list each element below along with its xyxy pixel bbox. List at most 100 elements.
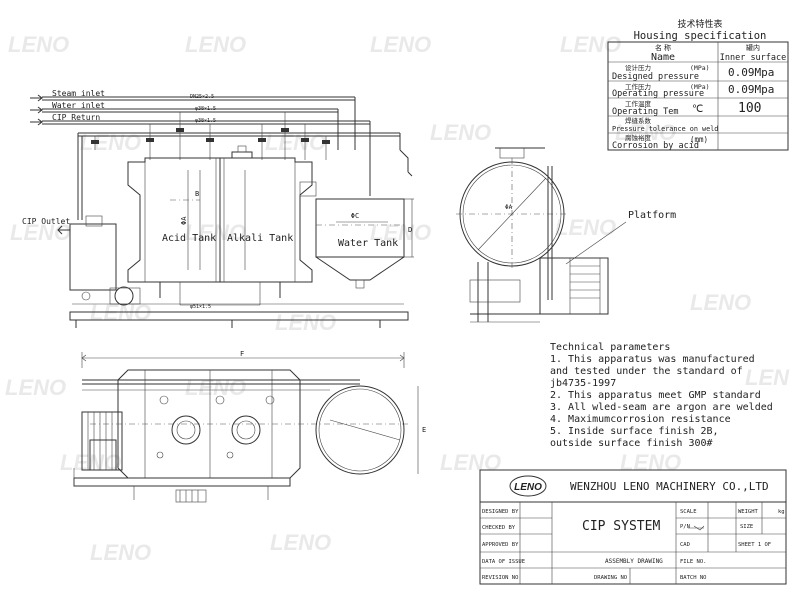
dimension-phi-a-label: ΦA	[180, 216, 188, 225]
tech-param-line: jb4735-1997	[550, 378, 616, 389]
weight-unit-label: kg	[778, 509, 785, 515]
tech-param-line: 1. This apparatus was manufactured	[550, 354, 755, 365]
dimension-phi-a-label: ΦA	[505, 204, 513, 211]
watermark-text: LENO	[620, 450, 681, 475]
spec-header-value-en: Inner surface	[720, 53, 787, 63]
revision-no-label: REVISION NO	[482, 575, 518, 581]
dimension-e-label: E	[422, 426, 426, 434]
tech-param-line: and tested under the standard of	[550, 366, 743, 377]
watermark-text: LENO	[60, 450, 121, 475]
spec-header-name-cn: 名 称	[655, 43, 671, 52]
watermark-layer: LENO LENO LENO LENO LENO LENO LENO LENO …	[5, 32, 790, 565]
spec-row-value: 0.09Mpa	[728, 83, 774, 96]
cip-outlet-label: CIP Outlet	[22, 217, 70, 226]
date-of-issue-label: DATA OF ISSUE	[482, 559, 525, 565]
dimension-phi-c-label: ΦC	[351, 212, 359, 220]
tech-param-line: 5. Inside surface finish 2B,	[550, 426, 719, 437]
watermark-text: LENO	[90, 540, 151, 565]
spec-row-cn: 工作温度	[625, 99, 652, 108]
side-view: ΦA Platform	[456, 147, 676, 323]
spec-row-en: Operating pressure	[612, 89, 704, 99]
watermark-text: LENO	[370, 220, 431, 245]
water-tank-label: Water Tank	[338, 238, 398, 249]
batch-no-label: BATCH NO	[680, 575, 707, 581]
spec-row-cn: 焊缝系数	[625, 116, 652, 125]
drawing-title: CIP SYSTEM	[582, 519, 660, 534]
watermark-text: LENO	[270, 530, 331, 555]
water-inlet-label: Water inlet	[52, 101, 105, 110]
platform-label: Platform	[628, 210, 676, 221]
spec-row-en: Pressure tolerance on weld	[612, 125, 718, 133]
sheet-label: SHEET 1 OF	[738, 542, 771, 548]
cip-return-label: CIP Return	[52, 113, 100, 122]
spec-row-cn: 设计压力	[625, 63, 651, 72]
file-no-label: FILE NO.	[680, 559, 707, 565]
dimension-d-label: D	[408, 226, 412, 234]
watermark-text: LENO	[745, 365, 790, 390]
tech-param-line: outside surface finish 300#	[550, 438, 713, 449]
watermark-text: LENO	[615, 120, 676, 145]
pipe-spec-label: φ38×1.5	[195, 118, 216, 124]
leno-logo-text: LENO	[514, 482, 542, 493]
scale-label: SCALE	[680, 509, 697, 515]
spec-row-en: Designed pressure	[612, 72, 699, 82]
pipe-spec-label: DN25×2.5	[190, 94, 214, 100]
tech-param-line: 3. All wled-seam are argon are welded	[550, 402, 773, 413]
spec-row-unit: (MPa)	[690, 64, 710, 72]
pipe-spec-label: φ51×1.5	[190, 304, 211, 310]
dimension-f-label: F	[240, 350, 244, 358]
watermark-text: LENO	[185, 220, 246, 245]
technical-parameters: Technical parameters 1. This apparatus w…	[550, 342, 773, 449]
watermark-text: LENO	[185, 32, 246, 57]
checked-by-label: CHECKED BY	[482, 525, 516, 531]
company-name: WENZHOU LENO MACHINERY CO.,LTD	[570, 480, 769, 493]
watermark-text: LENO	[185, 375, 246, 400]
watermark-text: LENO	[370, 32, 431, 57]
pipe-spec-label: φ38×1.5	[195, 106, 216, 112]
leno-logo: LENO	[509, 475, 547, 497]
watermark-text: LENO	[275, 310, 336, 335]
acid-tank-label: Acid Tank	[162, 233, 216, 244]
spec-row-en: Operating Tem	[612, 107, 679, 117]
alkali-tank-label: Alkali Tank	[227, 233, 293, 244]
size-label: SIZE	[740, 524, 753, 530]
tech-param-line: 2. This apparatus meet GMP standard	[550, 390, 761, 401]
watermark-text: LENO	[430, 120, 491, 145]
spec-title-en: Housing specification	[634, 30, 767, 42]
tech-params-title: Technical parameters	[550, 342, 670, 353]
tech-param-line: 4. Maximumcorrosion resistance	[550, 414, 731, 425]
designed-by-label: DESIGNED BY	[482, 509, 519, 515]
spec-row-cn: 腐蚀裕度	[625, 133, 652, 142]
spec-row-unit: ℃	[692, 104, 703, 115]
dimension-b-label: B	[195, 190, 199, 198]
housing-spec-table: 技术特性表 Housing specification 名 称 Name 罐内 …	[607, 18, 789, 151]
spec-row-cn: 工作压力	[625, 82, 651, 91]
watermark-text: LENO	[690, 290, 751, 315]
watermark-text: LENO	[265, 130, 326, 155]
watermark-text: LENO	[5, 375, 66, 400]
plan-view: F E	[73, 350, 426, 503]
front-elevation-view: Steam inlet Water inlet CIP Return DN25×…	[22, 89, 414, 328]
spec-header-value-cn: 罐内	[746, 43, 760, 52]
spec-row-value: 100	[738, 101, 761, 116]
title-block: LENO WENZHOU LENO MACHINERY CO.,LTD DESI…	[479, 469, 787, 585]
approved-by-label: APPROVED BY	[482, 542, 519, 548]
watermark-text: LENO	[560, 32, 621, 57]
steam-inlet-label: Steam inlet	[52, 89, 105, 98]
part-number-label: P/N	[680, 524, 690, 530]
assembly-drawing-label: ASSEMBLY DRAWING	[605, 558, 663, 565]
spec-row-unit: (mm)	[690, 135, 708, 144]
spec-title-cn: 技术特性表	[677, 18, 722, 29]
spec-row-en: Corrosion by acid	[612, 141, 699, 151]
weight-label: WEIGHT	[738, 509, 759, 515]
spec-header-name-en: Name	[651, 52, 675, 63]
watermark-text: LENO	[8, 32, 69, 57]
drawing-no-label: DRAWING NO	[594, 575, 627, 581]
watermark-text: LENO	[80, 130, 141, 155]
cad-label: CAD	[680, 542, 690, 548]
spec-row-value: 0.09Mpa	[728, 66, 774, 79]
watermark-text: LENO	[440, 450, 501, 475]
spec-row-unit: (MPa)	[690, 83, 710, 91]
